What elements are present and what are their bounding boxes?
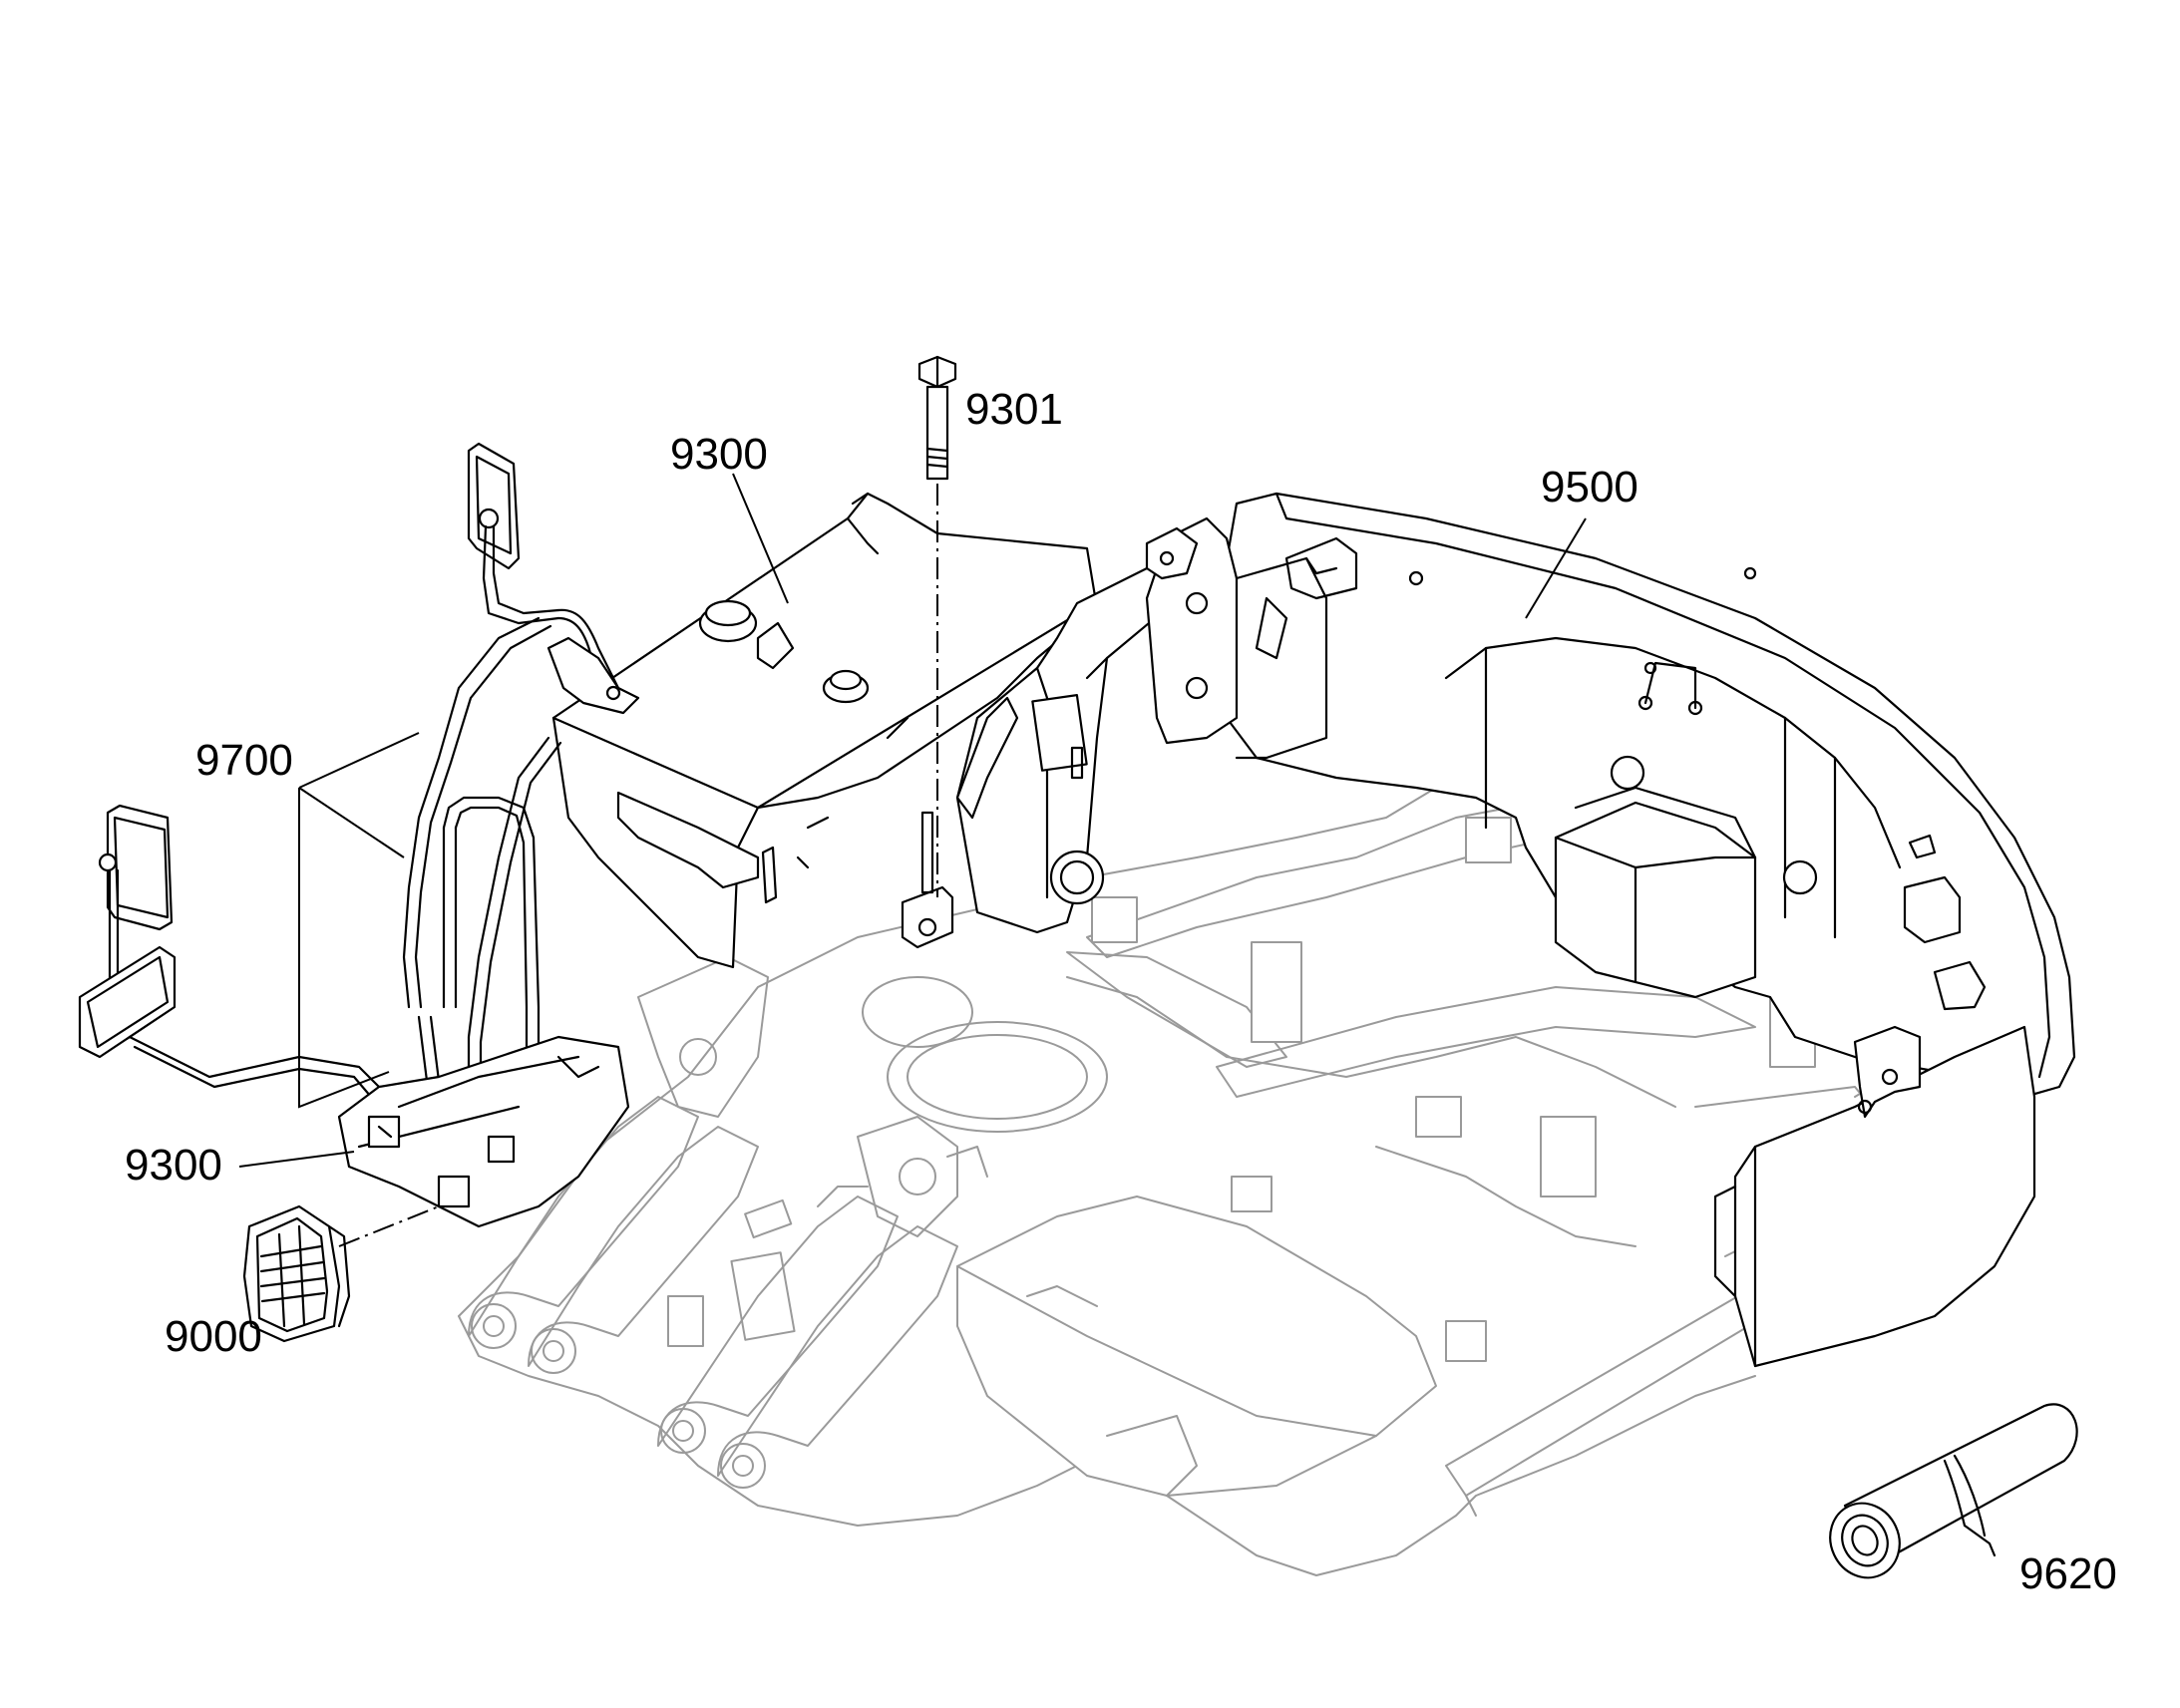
callout-9301: 9301 bbox=[965, 385, 1063, 434]
fuel-tank-cover-9300 bbox=[551, 492, 1099, 969]
work-light-9000 bbox=[242, 1204, 440, 1343]
callout-9300-bottom: 9300 bbox=[125, 1141, 222, 1190]
bolt-9301 bbox=[917, 355, 957, 897]
upper-frame-structure bbox=[458, 742, 1996, 1576]
mirror-assembly-9700 bbox=[78, 442, 640, 1228]
callout-9500: 9500 bbox=[1541, 463, 1638, 512]
callout-9700: 9700 bbox=[195, 736, 293, 785]
callout-9620: 9620 bbox=[2019, 1549, 2117, 1598]
rolled-manual-9620 bbox=[1829, 1403, 2078, 1579]
cab-support-frame bbox=[901, 516, 1328, 949]
leader-lines bbox=[238, 473, 1587, 1168]
callout-9000: 9000 bbox=[165, 1312, 262, 1361]
callout-labels: 9301 9300 9500 9700 9300 9000 9620 bbox=[125, 385, 2117, 1598]
counterweight-9500 bbox=[1215, 492, 2076, 1368]
callout-9300-top: 9300 bbox=[670, 430, 768, 479]
